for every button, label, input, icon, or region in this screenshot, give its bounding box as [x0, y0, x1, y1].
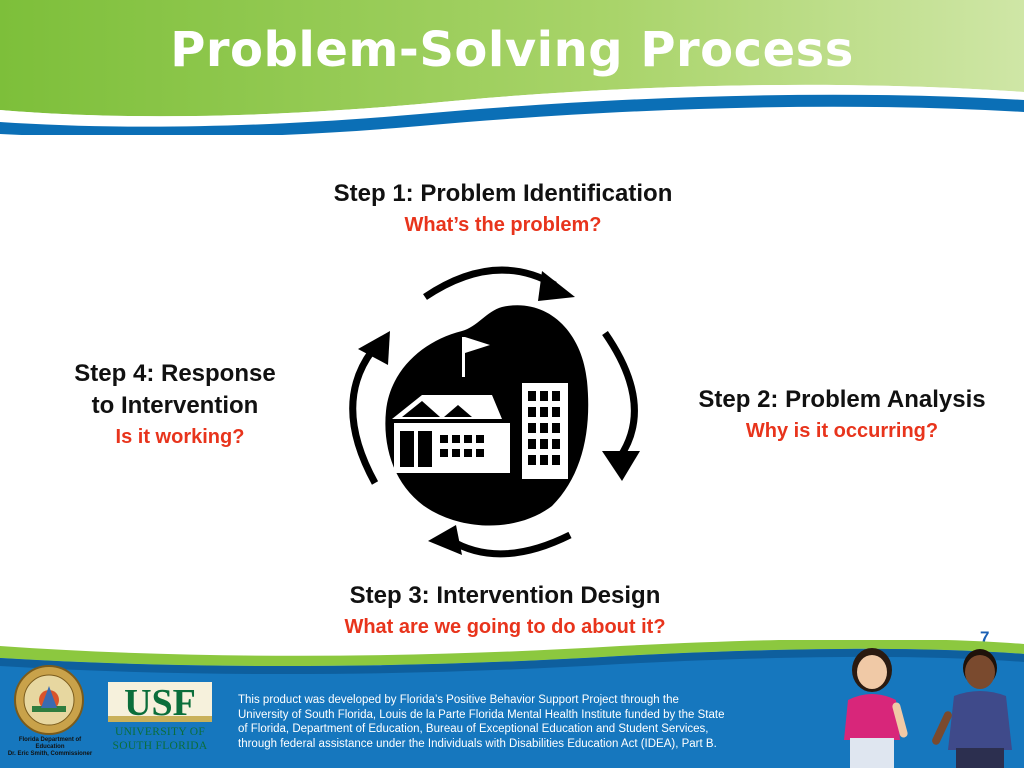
- disclaimer-line: This product was developed by Florida’s …: [238, 694, 679, 706]
- step-4-question: Is it working?: [115, 426, 245, 448]
- page-number: 7: [980, 628, 990, 647]
- fdoe-caption-line1: Florida Department of Education: [18, 737, 82, 750]
- children-photo: [830, 640, 1024, 768]
- funding-disclaimer: This product was developed by Florida’s …: [238, 693, 838, 751]
- fdoe-caption-line2: Dr. Eric Smith, Commissioner: [7, 751, 93, 757]
- step-2-question: Why is it occurring?: [745, 420, 939, 442]
- step-1: Step 1: Problem Identification What’s th…: [280, 178, 726, 240]
- header-background: [0, 0, 1024, 138]
- step-4-title-line1: Step 4: Response: [74, 360, 276, 387]
- fdoe-caption: Florida Department of Education Dr. Eric…: [4, 737, 96, 758]
- footer-background: [0, 638, 1024, 768]
- step-3-title: Step 3: Intervention Design: [349, 582, 661, 609]
- disclaimer-line: through federal assistance under the Ind…: [238, 737, 717, 750]
- cycle-arrow-bottom: [428, 525, 572, 558]
- school-building-icon: [385, 305, 589, 526]
- step-1-title: Step 1: Problem Identification: [333, 180, 673, 207]
- slide-title: Problem-Solving Process: [170, 22, 854, 78]
- disclaimer-line: University of South Florida, Louis de la…: [238, 708, 725, 721]
- step-2-title: Step 2: Problem Analysis: [698, 386, 986, 413]
- step-1-question: What’s the problem?: [404, 214, 602, 236]
- header-banner: [0, 0, 1024, 138]
- cycle-diagram: [330, 255, 660, 570]
- cycle-arrow-left: [349, 331, 390, 485]
- step-2: Step 2: Problem Analysis Why is it occur…: [664, 384, 1020, 446]
- boy-figure: [932, 649, 1012, 768]
- step-4: Step 4: Response to Intervention Is it w…: [40, 358, 310, 452]
- usf-logo-text: USF: [124, 682, 196, 722]
- footer-banner: [0, 638, 1024, 768]
- step-3-question: What are we going to do about it?: [344, 616, 666, 638]
- florida-seal-logo: [8, 664, 90, 736]
- usf-logo: USF UNIVERSITY OF SOUTH FLORIDA: [108, 682, 214, 752]
- step-4-title-line2: to Intervention: [91, 392, 259, 419]
- disclaimer-line: of Florida, Department of Education, Bur…: [238, 723, 709, 735]
- cycle-arrow-right: [602, 331, 640, 481]
- usf-line-1: UNIVERSITY OF: [114, 726, 206, 738]
- cycle-arrow-top: [423, 266, 575, 301]
- step-3: Step 3: Intervention Design What are we …: [290, 580, 720, 642]
- usf-line-2: SOUTH FLORIDA: [112, 740, 208, 752]
- girl-figure: [844, 648, 908, 768]
